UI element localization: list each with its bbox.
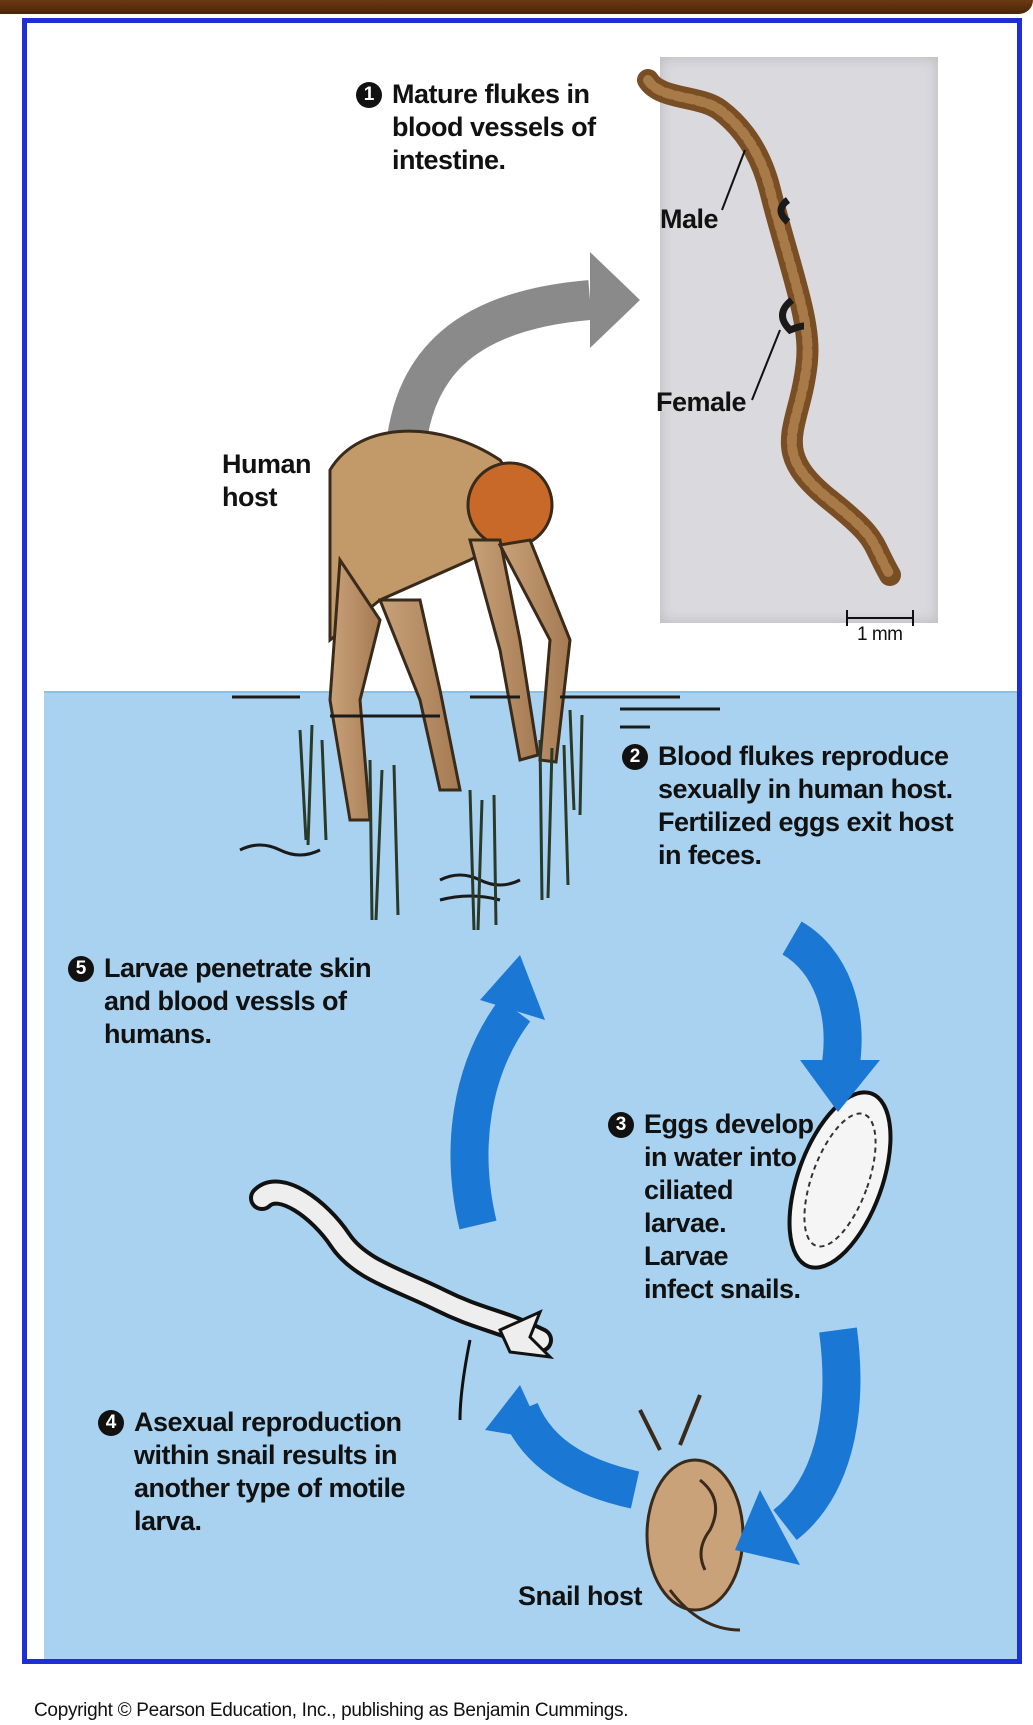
step-5: 5 Larvae penetrate skin and blood vessls… bbox=[68, 952, 371, 1051]
male-label: Male bbox=[660, 203, 718, 236]
step-1-number: 1 bbox=[356, 82, 382, 108]
snail-host-label: Snail host bbox=[518, 1580, 642, 1613]
step-5-text: Larvae penetrate skin and blood vessls o… bbox=[104, 952, 371, 1051]
cycle-arrow-4-to-5 bbox=[470, 955, 545, 1225]
step-3-number: 3 bbox=[608, 1112, 634, 1138]
male-pointer bbox=[722, 150, 745, 210]
step-2: 2 Blood flukes reproduce sexually in hum… bbox=[622, 740, 953, 872]
female-label: Female bbox=[656, 386, 746, 419]
step-3: 3 Eggs develop in water into ciliated la… bbox=[608, 1108, 814, 1306]
step-2-text: Blood flukes reproduce sexually in human… bbox=[658, 740, 953, 872]
gray-arrow bbox=[405, 252, 640, 460]
female-pointer bbox=[752, 330, 780, 400]
cycle-arrow-2-to-3 bbox=[792, 938, 880, 1112]
step-1-text: Mature flukes in blood vessels of intest… bbox=[392, 78, 596, 177]
cycle-arrow-3-to-snail bbox=[735, 1330, 841, 1565]
copyright-notice: Copyright © Pearson Education, Inc., pub… bbox=[34, 1700, 628, 1722]
step-4-number: 4 bbox=[98, 1410, 124, 1436]
step-4: 4 Asexual reproduction within snail resu… bbox=[98, 1406, 405, 1538]
step-3-text: Eggs develop in water into ciliated larv… bbox=[644, 1108, 814, 1306]
snail-host bbox=[640, 1395, 743, 1630]
scale-bar-label: 1 mm bbox=[857, 624, 903, 646]
cercaria-larva bbox=[262, 1193, 550, 1420]
step-1: 1 Mature flukes in blood vessels of inte… bbox=[356, 78, 596, 177]
step-2-number: 2 bbox=[622, 744, 648, 770]
step-5-number: 5 bbox=[68, 956, 94, 982]
human-figure bbox=[330, 431, 570, 820]
step-4-text: Asexual reproduction within snail result… bbox=[134, 1406, 405, 1538]
cycle-arrow-snail-to-4 bbox=[485, 1385, 635, 1490]
human-host-label: Human host bbox=[222, 448, 311, 514]
fluke-worm bbox=[648, 80, 890, 575]
